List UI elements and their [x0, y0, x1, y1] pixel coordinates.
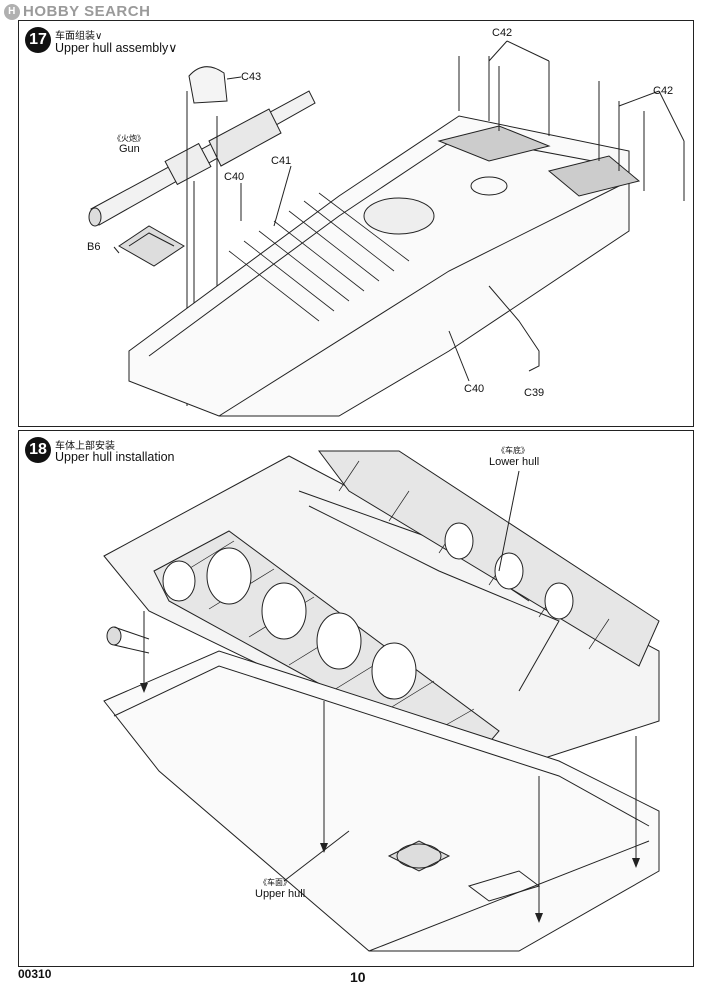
page-number: 10 — [350, 969, 366, 985]
label-upper-hull-en: Upper hull — [255, 888, 306, 900]
label-lower-hull-en: Lower hull — [489, 456, 540, 468]
upper-hull-installation-drawing — [103, 450, 660, 952]
step-18-badge: 18 — [25, 437, 51, 463]
label-c42-left: C42 — [492, 27, 513, 39]
label-c40-bottom: C40 — [464, 383, 485, 395]
step-18-panel: 18 车体上部安装 Upper hull installation — [18, 430, 694, 967]
label-c39: C39 — [524, 387, 545, 399]
step-18-title-cn: 车体上部安装 — [55, 441, 115, 452]
step-17-title-en: Upper hull assembly∨ — [55, 41, 178, 55]
label-c40-top: C40 — [224, 171, 245, 183]
label-c43: C43 — [241, 71, 262, 83]
watermark-logo: H — [4, 3, 20, 20]
label-c41: C41 — [271, 155, 292, 167]
label-gun-cn: 《火炮》 — [113, 134, 145, 143]
product-code: 00310 — [18, 967, 52, 981]
watermark-text: HOBBY SEARCH — [23, 3, 151, 20]
label-c42-right: C42 — [653, 85, 674, 97]
label-upper-hull-cn: 《车面》 — [259, 878, 291, 887]
upper-hull-assembly-drawing — [88, 40, 685, 417]
label-b6: B6 — [87, 241, 101, 253]
step-17-panel: 17 车面组装∨ Upper hull assembly∨ — [18, 20, 694, 427]
step-17-badge: 17 — [25, 27, 51, 53]
label-lower-hull-cn: 《车底》 — [497, 446, 529, 455]
step-17-title-cn: 车面组装∨ — [55, 31, 103, 42]
step-18-title-en: Upper hull installation — [55, 450, 175, 464]
label-gun-en: Gun — [119, 143, 140, 155]
watermark: H HOBBY SEARCH — [4, 3, 150, 20]
